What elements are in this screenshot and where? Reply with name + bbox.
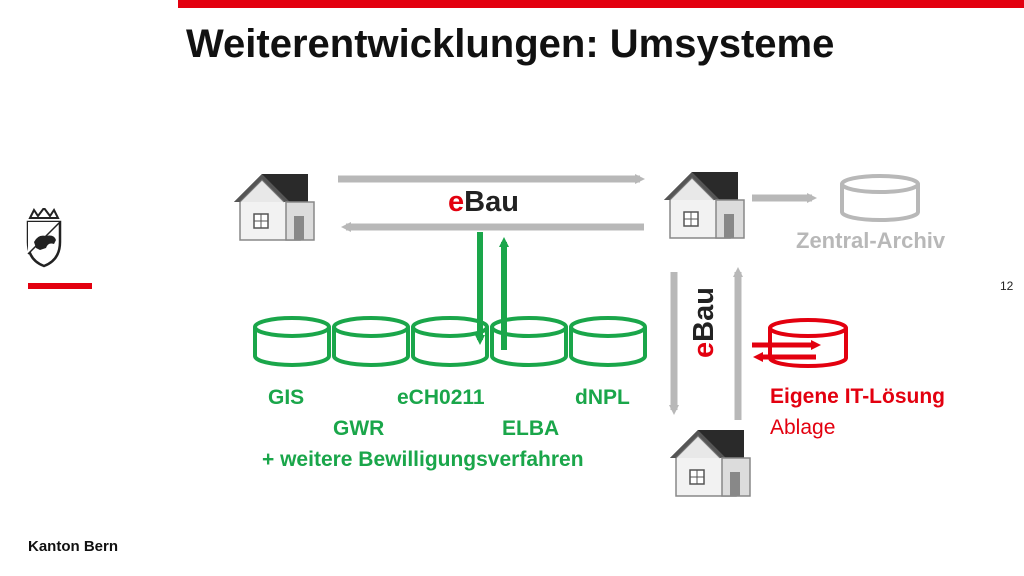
slide-title: Weiterentwicklungen: Umsysteme bbox=[186, 22, 835, 66]
own-solution-title: Eigene IT-Lösung bbox=[770, 385, 946, 408]
house-icon-right bbox=[663, 171, 745, 239]
red-accent-line bbox=[28, 283, 92, 289]
own-solution-subtitle: Ablage bbox=[770, 416, 836, 439]
system-label-gwr: GWR bbox=[333, 417, 385, 440]
bern-coat-of-arms-logo bbox=[26, 208, 62, 268]
archive-database-icon bbox=[840, 174, 920, 222]
top-accent-bar bbox=[178, 0, 1024, 8]
ebau-logo-horizontal: eBau bbox=[448, 186, 519, 218]
system-label-elba: ELBA bbox=[502, 417, 560, 440]
green-database-group bbox=[253, 316, 647, 367]
system-label-more: + weitere Bewilligungsverfahren bbox=[262, 448, 584, 471]
house-icon-bottom bbox=[669, 429, 751, 497]
ebau-logo-vertical: eBau bbox=[688, 287, 720, 358]
system-label-gis: GIS bbox=[268, 386, 305, 409]
footer-label: Kanton Bern bbox=[28, 538, 118, 555]
page-number: 12 bbox=[1000, 279, 1014, 293]
system-label-ech0211: eCH0211 bbox=[397, 386, 485, 409]
house-icon-left bbox=[233, 173, 315, 241]
system-label-dnpl: dNPL bbox=[575, 386, 630, 409]
archive-label: Zentral-Archiv bbox=[796, 228, 946, 253]
